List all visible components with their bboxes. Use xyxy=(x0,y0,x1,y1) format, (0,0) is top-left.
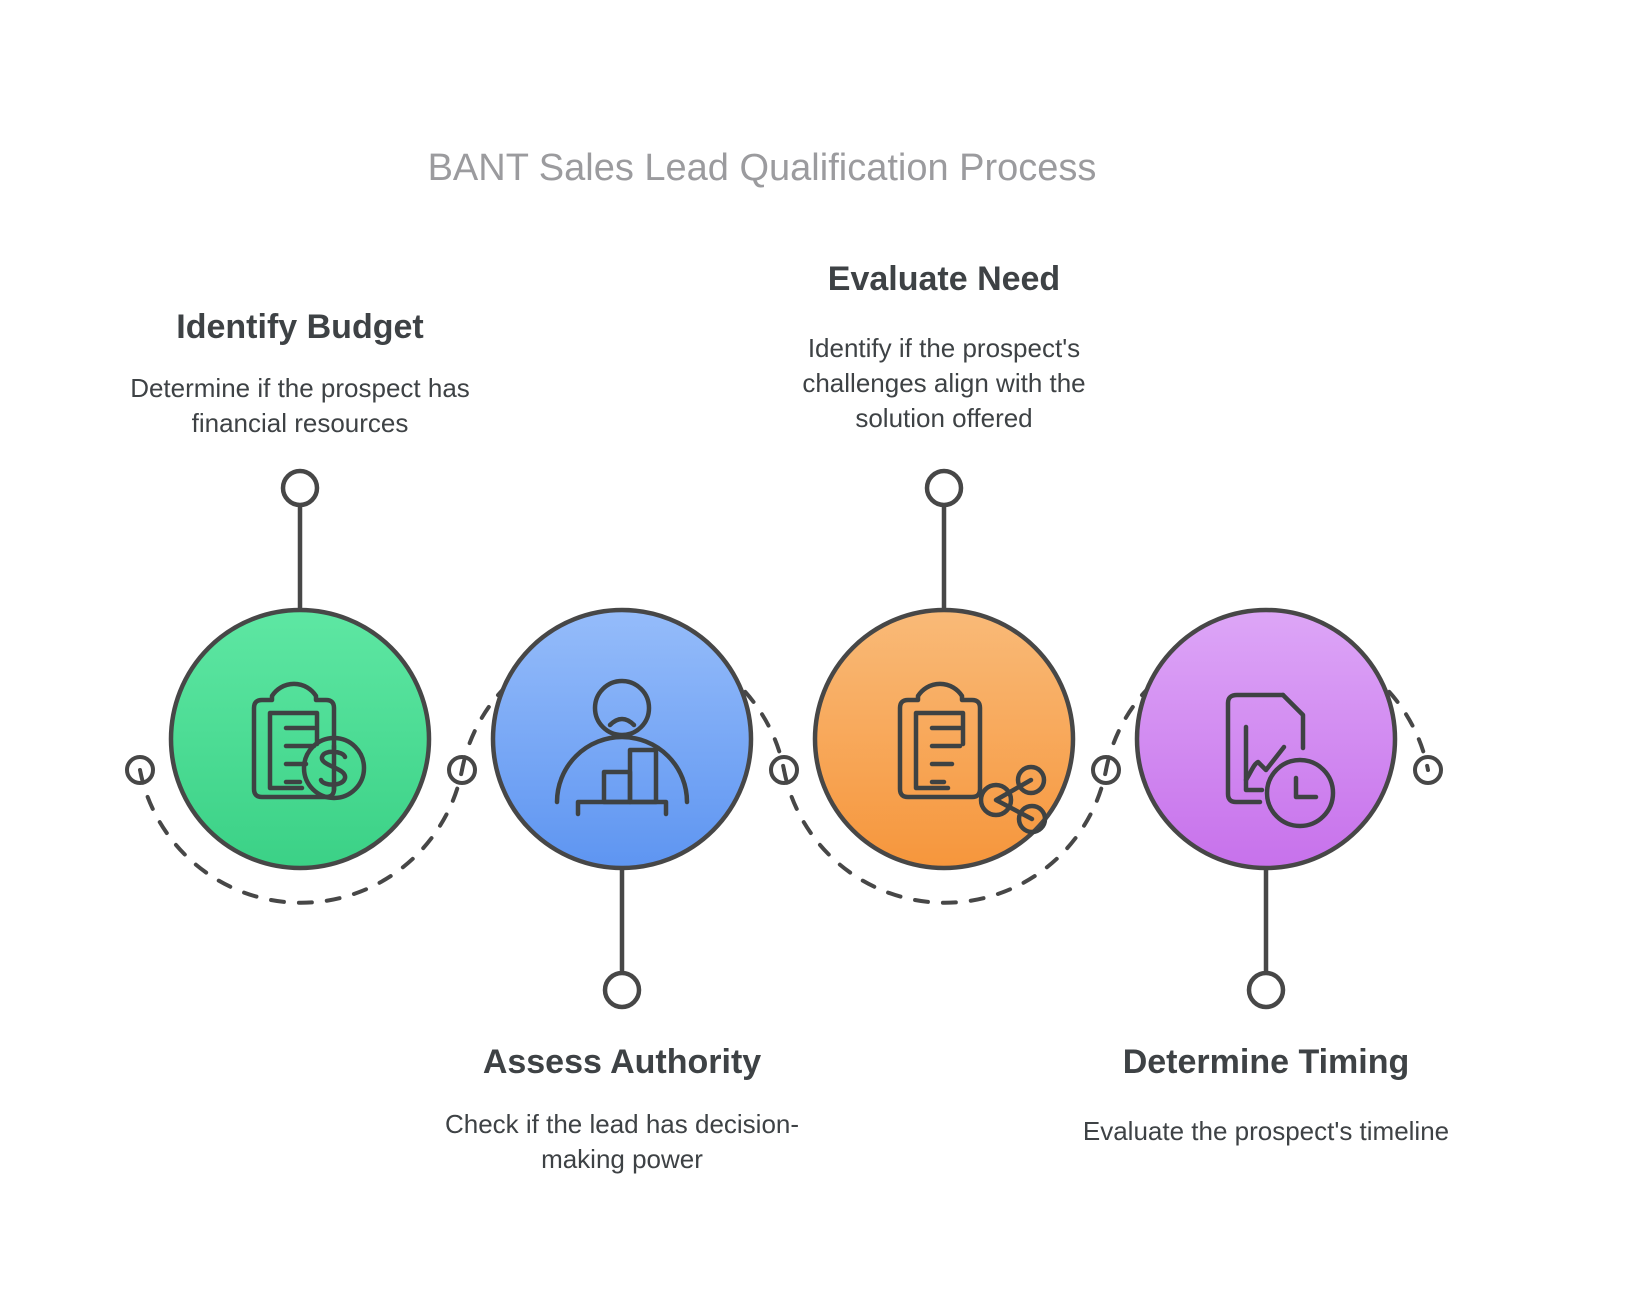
step-desc-need-line1: Identify if the prospect's xyxy=(808,333,1080,363)
clipboard-text-lines xyxy=(929,725,963,785)
joint-dot-authority-left xyxy=(447,755,477,785)
need-circle xyxy=(812,607,1076,871)
share-links xyxy=(993,777,1035,822)
step-desc-authority-line1: Check if the lead has decision- xyxy=(445,1109,799,1139)
chart-axis xyxy=(1243,724,1265,793)
clipboard-outline xyxy=(251,681,337,800)
clipboard-dollar-icon xyxy=(251,681,367,801)
stem-dot-authority xyxy=(602,970,642,1010)
step-desc-need-line3: solution offered xyxy=(855,403,1032,433)
clipboard-page xyxy=(913,710,966,791)
page-title: BANT Sales Lead Qualification Process xyxy=(428,147,1097,189)
budget-circle xyxy=(168,607,432,871)
person-brow xyxy=(607,716,637,728)
person-head xyxy=(592,678,652,738)
chart-zigzag xyxy=(1243,744,1287,783)
dashed-arc-under-need xyxy=(782,768,1108,905)
clipboard-page xyxy=(267,710,320,791)
timing-circle xyxy=(1134,607,1398,871)
document-fold-corner xyxy=(1280,692,1306,751)
stem-dot-budget xyxy=(280,468,320,508)
clipboard-outline xyxy=(897,681,983,800)
bar-tall xyxy=(627,747,659,805)
step-need: Evaluate Need Identify if the prospect's… xyxy=(802,260,1086,871)
step-authority: Assess Authority Check if the lead has d… xyxy=(445,607,799,1174)
stem-dot-need xyxy=(924,468,964,508)
joint-dot-timing-left xyxy=(1091,755,1121,785)
clock-hands xyxy=(1293,775,1319,800)
step-desc-budget-line1: Determine if the prospect has xyxy=(130,373,470,403)
person-chart-icon xyxy=(554,678,690,817)
stem-dot-timing xyxy=(1246,970,1286,1010)
step-title-timing: Determine Timing xyxy=(1123,1043,1410,1081)
step-title-need: Evaluate Need xyxy=(828,260,1060,298)
document-outline-left xyxy=(1225,692,1286,805)
dollar-sign xyxy=(318,743,348,793)
step-budget: Identify Budget Determine if the prospec… xyxy=(130,308,470,871)
dashed-arc-under-budget xyxy=(138,768,464,905)
clipboard-share-icon xyxy=(897,681,1048,835)
document-clock-icon xyxy=(1225,692,1336,829)
share-node-left xyxy=(978,782,1014,818)
share-node-top xyxy=(1015,764,1047,796)
step-desc-budget-line2: financial resources xyxy=(192,408,409,438)
joint-dot-need-left xyxy=(769,755,799,785)
step-timing: Determine Timing Evaluate the prospect's… xyxy=(1083,607,1449,1146)
step-desc-timing-line1: Evaluate the prospect's timeline xyxy=(1083,1116,1449,1146)
step-desc-need-line2: challenges align with the xyxy=(802,368,1085,398)
joint-dot-budget-left xyxy=(125,755,155,785)
clipboard-text-lines xyxy=(283,725,317,785)
connector-dots xyxy=(125,755,1443,785)
step-title-authority: Assess Authority xyxy=(483,1043,761,1081)
share-node-bottom xyxy=(1016,803,1048,835)
step-desc-authority-line2: making power xyxy=(541,1144,703,1174)
dollar-coin xyxy=(301,735,367,801)
step-title-budget: Identify Budget xyxy=(176,308,423,346)
clock-face xyxy=(1264,757,1336,829)
joint-dot-timing-right xyxy=(1413,755,1443,785)
